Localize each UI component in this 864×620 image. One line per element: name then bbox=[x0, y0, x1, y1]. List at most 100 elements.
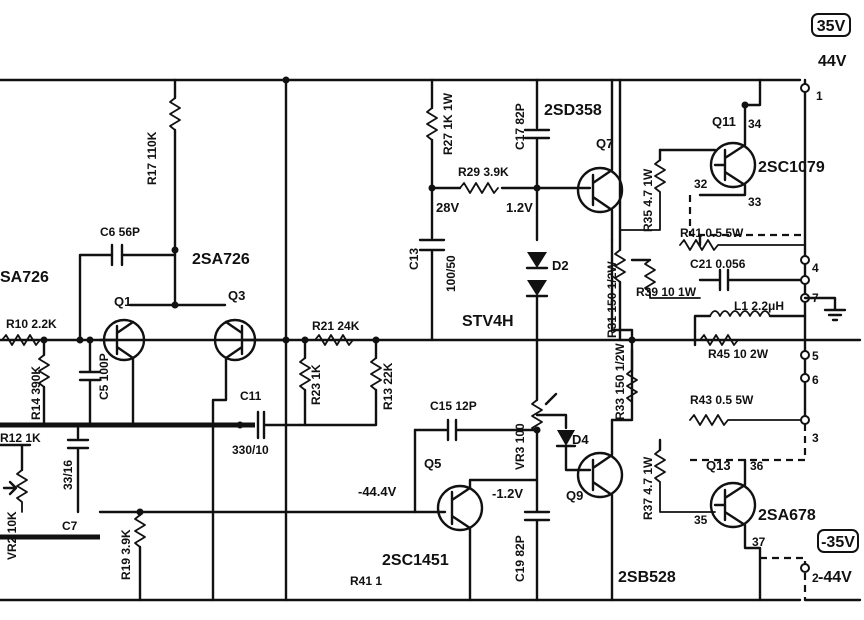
voltage-minus-1-2v: -1.2V bbox=[492, 486, 523, 501]
r45-resistor bbox=[699, 334, 806, 346]
r35-resistor bbox=[619, 159, 666, 231]
voltage-1-2v: 1.2V bbox=[506, 200, 533, 215]
r27-label: R27 1K 1W bbox=[441, 92, 455, 155]
r41b-label: R41 0.5 5W bbox=[680, 226, 744, 240]
q1-label: Q1 bbox=[114, 294, 131, 309]
q11-type-label: 2SC1079 bbox=[758, 159, 825, 176]
l1-inductor bbox=[709, 310, 771, 317]
node-4: 4 bbox=[812, 261, 819, 275]
terminal-2 bbox=[800, 563, 810, 573]
terminal-4 bbox=[800, 255, 810, 265]
r29-label: R29 3.9K bbox=[458, 165, 509, 179]
voltage-28v: 28V bbox=[436, 200, 459, 215]
node-6: 6 bbox=[812, 373, 819, 387]
q11-transistor bbox=[709, 141, 757, 189]
r45-label: R45 10 2W bbox=[708, 347, 769, 361]
r27-resistor bbox=[426, 107, 438, 141]
d4-diode bbox=[557, 430, 575, 446]
r21-resistor bbox=[314, 334, 354, 346]
q9-type-label: 2SB528 bbox=[618, 569, 676, 586]
node-33: 33 bbox=[748, 195, 762, 209]
r31-resistor bbox=[614, 249, 626, 283]
q13-type-label: 2SA678 bbox=[758, 507, 816, 524]
r21-label: R21 24K bbox=[312, 319, 360, 333]
r39-label: R39 10 1W bbox=[636, 285, 697, 299]
c11-value-label: 330/10 bbox=[232, 443, 269, 457]
q9-label: Q9 bbox=[566, 488, 583, 503]
r12-label: R12 1K bbox=[0, 431, 41, 445]
node-1: 1 bbox=[816, 89, 823, 103]
node-32: 32 bbox=[694, 177, 708, 191]
r17-label: R17 110K bbox=[145, 131, 159, 185]
c5-label: C5 100P bbox=[97, 353, 111, 400]
r33-resistor bbox=[626, 369, 638, 403]
q7-label: Q7 bbox=[596, 136, 613, 151]
node-37: 37 bbox=[752, 535, 766, 549]
r14-label: R14 390K bbox=[29, 366, 43, 420]
terminal-6 bbox=[800, 373, 810, 383]
r31-label: R31 150 1/2W bbox=[605, 261, 619, 338]
r33-label: R33 150 1/2W bbox=[613, 343, 627, 420]
q7-type-label: 2SD358 bbox=[544, 102, 602, 119]
c19-label: C19 82P bbox=[513, 535, 527, 582]
node-35: 35 bbox=[694, 513, 708, 527]
q9-transistor bbox=[576, 451, 624, 499]
node-36: 36 bbox=[750, 459, 764, 473]
q5-transistor bbox=[436, 484, 484, 532]
vr3-potentiometer bbox=[531, 399, 543, 433]
svg-text:-35V: -35V bbox=[821, 534, 855, 551]
q3-label: Q3 bbox=[228, 288, 245, 303]
c7-label: C7 bbox=[62, 519, 78, 533]
supply-pos-label: 44V bbox=[818, 53, 847, 70]
l1-label: L1 2.2μH bbox=[734, 299, 784, 313]
q5-label: Q5 bbox=[424, 456, 441, 471]
r23-label: R23 1K bbox=[309, 364, 323, 405]
vr2-label: VR2 10K bbox=[5, 511, 19, 560]
supply-neg-label: -44V bbox=[818, 569, 852, 586]
svg-text:35V: 35V bbox=[817, 18, 846, 35]
voltage-minus-44-4v: -44.4V bbox=[358, 484, 397, 499]
terminal-1 bbox=[800, 83, 810, 93]
r19-label: R19 3.9K bbox=[119, 529, 133, 580]
vr3-label: VR3 100 bbox=[513, 423, 527, 470]
r37-label: R37 4.7 1W bbox=[641, 456, 655, 520]
r17-resistor bbox=[169, 97, 181, 131]
node-34: 34 bbox=[748, 117, 762, 131]
q3-type-label: 2SA726 bbox=[192, 251, 250, 268]
supply-pos-badge: 35V bbox=[811, 13, 851, 37]
r41-label: R41 1 bbox=[350, 574, 382, 588]
q13-transistor bbox=[709, 481, 757, 529]
node-2: 2 bbox=[812, 571, 819, 585]
q5-type-label: 2SC1451 bbox=[382, 552, 449, 569]
r10-label: R10 2.2K bbox=[6, 317, 57, 331]
r29-resistor bbox=[459, 182, 499, 194]
r35-label: R35 4.7 1W bbox=[641, 168, 655, 232]
r39-resistor bbox=[644, 259, 701, 299]
node-7: 7 bbox=[812, 291, 819, 305]
r43-resistor bbox=[689, 414, 806, 426]
d2-label: D2 bbox=[552, 258, 569, 273]
r14-resistor bbox=[38, 354, 50, 388]
c21-label: C21 0.056 bbox=[690, 257, 746, 271]
q7-transistor bbox=[576, 166, 624, 214]
c11-label: C11 bbox=[240, 389, 262, 403]
r19-resistor bbox=[134, 514, 146, 548]
c3-label: 33/16 bbox=[61, 460, 75, 490]
d2-diode bbox=[527, 252, 547, 268]
d4-label: D4 bbox=[572, 432, 589, 447]
r43-label: R43 0.5 5W bbox=[690, 393, 754, 407]
ground-symbol bbox=[803, 296, 847, 322]
stv4h-label: STV4H bbox=[462, 313, 514, 330]
r10-resistor bbox=[1, 334, 41, 346]
q1-type-label: SA726 bbox=[0, 269, 49, 286]
node-3: 3 bbox=[812, 431, 819, 445]
c6-label: C6 56P bbox=[100, 225, 140, 239]
r41b-resistor bbox=[679, 239, 806, 251]
c13-label: C13 bbox=[407, 248, 421, 270]
c17-label: C17 82P bbox=[513, 103, 527, 150]
r13-resistor bbox=[370, 357, 382, 391]
vr2-potentiometer bbox=[16, 469, 28, 513]
node-5: 5 bbox=[812, 349, 819, 363]
c15-label: C15 12P bbox=[430, 399, 477, 413]
